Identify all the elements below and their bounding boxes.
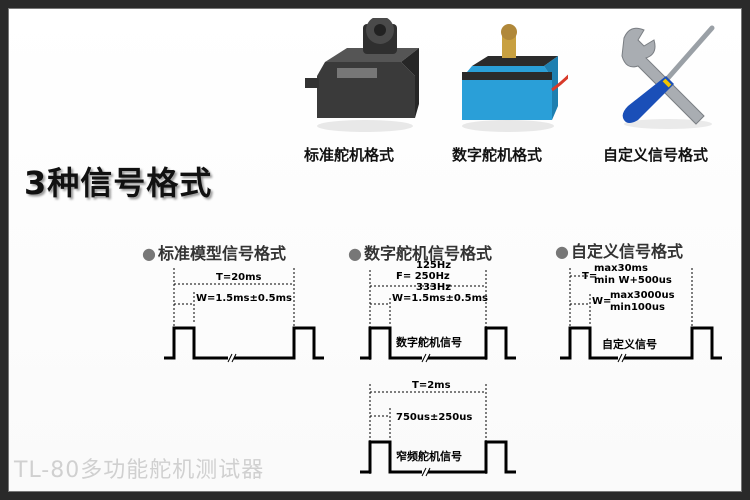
product-label-standard: 标准舵机格式 — [304, 146, 395, 164]
digital-width-text: W=1.5ms±0.5ms — [392, 293, 488, 304]
section-title-digital: ●数字舵机信号格式 — [348, 240, 492, 264]
section-title-digital-text: 数字舵机信号格式 — [363, 244, 492, 263]
footer-product-name: TL-80多功能舵机测试器 — [14, 458, 265, 483]
section-title-custom: ●自定义信号格式 — [555, 238, 683, 262]
bullet-icon: ● — [142, 244, 156, 263]
standard-width-text: W=1.5ms±0.5ms — [196, 293, 292, 304]
custom-width-max: max3000us — [610, 290, 675, 301]
digital-freq-2: F= 250Hz — [396, 271, 450, 282]
custom-period-prefix: T= — [582, 271, 597, 282]
standard-servo-image — [305, 18, 419, 132]
custom-period-max: max30ms — [594, 263, 648, 274]
standard-period-text: T=20ms — [216, 272, 262, 283]
digital-freq-1: 125Hz — [416, 260, 451, 271]
product-label-digital: 数字舵机格式 — [452, 146, 543, 164]
waveform-narrow: T=2ms 750us±250us 窄频舵机信号 — [360, 380, 516, 477]
custom-width-min: min100us — [610, 302, 665, 313]
digital-servo-image — [462, 24, 568, 132]
main-title: 3种信号格式 — [24, 164, 213, 202]
waveform-digital: 125Hz F= 250Hz 333Hz W=1.5ms±0.5ms 数字舵机信… — [360, 260, 516, 363]
custom-period-min: min W+500us — [594, 275, 672, 286]
waveform-standard: T=20ms W=1.5ms±0.5ms — [164, 268, 324, 363]
tools-wrench-screwdriver-image — [621, 25, 715, 129]
waveform-custom: T= max30ms min W+500us W= max3000us min1… — [560, 263, 722, 363]
custom-signal-label: 自定义信号 — [602, 337, 657, 351]
bullet-icon: ● — [555, 242, 569, 261]
section-title-custom-text: 自定义信号格式 — [570, 242, 683, 261]
section-title-standard: ●标准模型信号格式 — [142, 240, 286, 264]
custom-width-prefix: W= — [592, 296, 611, 307]
narrow-period-text: T=2ms — [412, 380, 451, 391]
digital-signal-label: 数字舵机信号 — [396, 335, 462, 349]
narrow-width-text: 750us±250us — [396, 412, 472, 423]
digital-freq-3: 333Hz — [416, 282, 451, 293]
narrow-signal-label: 窄频舵机信号 — [396, 449, 462, 463]
bullet-icon: ● — [348, 244, 362, 263]
product-label-custom: 自定义信号格式 — [603, 146, 709, 164]
section-title-standard-text: 标准模型信号格式 — [157, 244, 286, 263]
